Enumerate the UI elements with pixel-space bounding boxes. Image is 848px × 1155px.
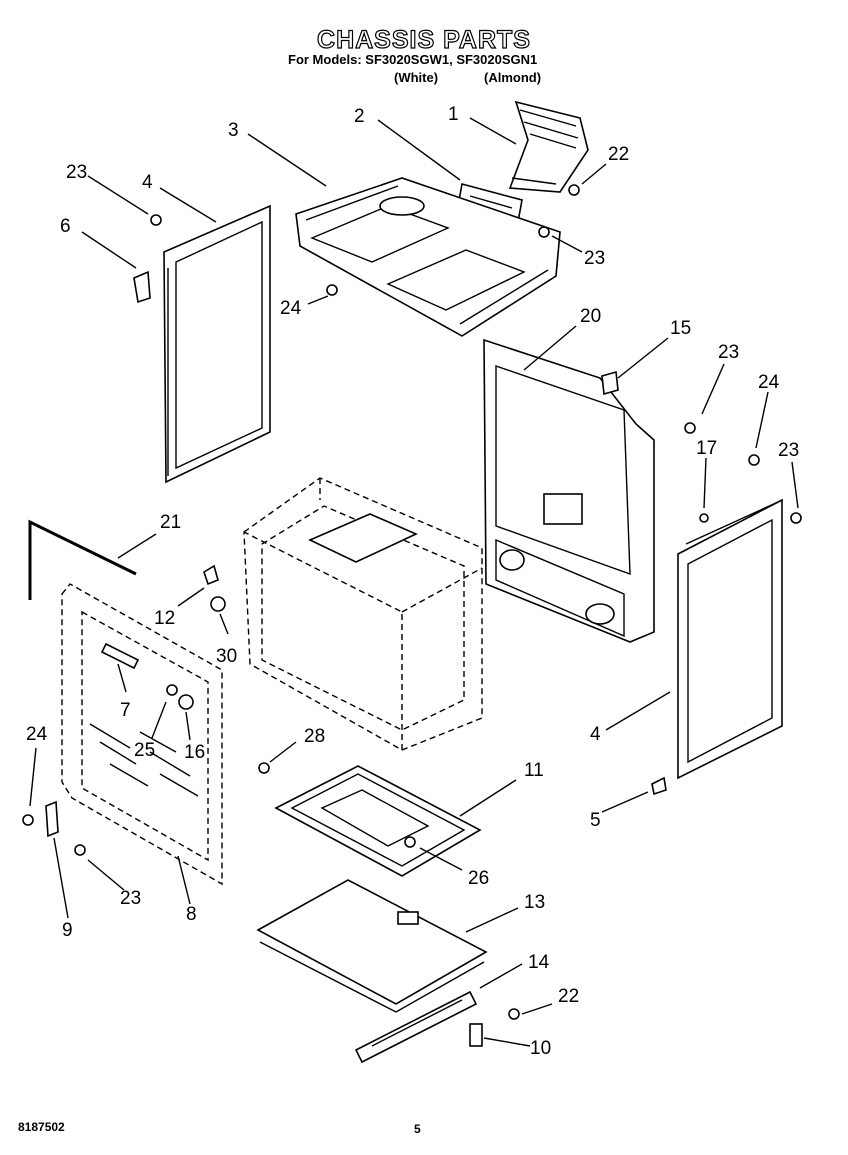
callout-24: 24 bbox=[280, 298, 302, 319]
page-number: 5 bbox=[414, 1122, 421, 1136]
callout-25: 25 bbox=[134, 740, 155, 761]
callout-6: 6 bbox=[60, 216, 71, 237]
callout-4: 4 bbox=[142, 172, 153, 193]
callout-4: 4 bbox=[590, 724, 601, 745]
part-30-bumper bbox=[210, 596, 226, 612]
callout-16: 16 bbox=[184, 742, 205, 763]
color-almond-label: (Almond) bbox=[484, 70, 542, 85]
callout-28: 28 bbox=[304, 726, 325, 747]
callout-24: 24 bbox=[26, 724, 48, 745]
part-20-rear-panel bbox=[483, 338, 655, 643]
oven-cavity bbox=[243, 477, 483, 751]
callout-11: 11 bbox=[524, 760, 544, 781]
callout-23: 23 bbox=[778, 440, 799, 461]
callout-22: 22 bbox=[608, 144, 629, 165]
doc-number: 8187502 bbox=[18, 1120, 65, 1134]
part-5-clip bbox=[651, 776, 667, 796]
callout-23: 23 bbox=[584, 248, 605, 269]
part-1-vent-duct bbox=[508, 100, 589, 193]
page-title: CHASSIS PARTS bbox=[316, 25, 531, 54]
leader-lines bbox=[29, 117, 799, 1047]
part-21-gasket bbox=[28, 519, 137, 600]
part-7-label bbox=[100, 642, 140, 670]
screws bbox=[22, 184, 802, 1020]
part-10-leveling-leg bbox=[469, 1023, 483, 1047]
callout-30: 30 bbox=[216, 646, 237, 667]
callout-26: 26 bbox=[468, 868, 489, 889]
part-4-left-side-panel bbox=[163, 204, 271, 484]
callout-13: 13 bbox=[524, 892, 545, 913]
callout-15: 15 bbox=[670, 318, 691, 339]
callout-7: 7 bbox=[120, 700, 131, 721]
part-13-oven-bottom bbox=[256, 879, 488, 1013]
callout-23: 23 bbox=[120, 888, 141, 909]
callout-17: 17 bbox=[696, 438, 717, 459]
part-11-burner-tray bbox=[274, 765, 482, 877]
callout-1: 1 bbox=[448, 104, 459, 125]
callout-23: 23 bbox=[66, 162, 87, 183]
part-16-bumper bbox=[178, 694, 194, 710]
part-12-clip bbox=[203, 564, 219, 586]
callout-22: 22 bbox=[558, 986, 579, 1007]
callout-14: 14 bbox=[528, 952, 550, 973]
callout-21: 21 bbox=[160, 512, 181, 533]
callout-10: 10 bbox=[530, 1038, 551, 1059]
callout-8: 8 bbox=[186, 904, 197, 925]
callout-3: 3 bbox=[228, 120, 239, 141]
callout-24: 24 bbox=[758, 372, 780, 393]
models-line: For Models: SF3020SGW1, SF3020SGN1 bbox=[288, 52, 538, 67]
callout-2: 2 bbox=[354, 106, 365, 127]
color-white-label: (White) bbox=[394, 70, 439, 85]
part-14-rail bbox=[354, 990, 478, 1064]
part-15-bracket bbox=[601, 370, 619, 396]
callout-labels: 1 2 3 4 6 22 23 23 23 24 20 15 23 24 17 … bbox=[26, 104, 799, 1059]
callout-9: 9 bbox=[62, 920, 73, 941]
part-8-door-frame bbox=[61, 583, 223, 886]
part-4-right-side-panel bbox=[677, 498, 783, 780]
callout-20: 20 bbox=[580, 306, 601, 327]
callout-5: 5 bbox=[590, 810, 601, 831]
callout-12: 12 bbox=[154, 608, 175, 629]
callout-23: 23 bbox=[718, 342, 739, 363]
part-3-cooktop-support bbox=[295, 177, 561, 337]
part-6-clip bbox=[133, 270, 151, 304]
